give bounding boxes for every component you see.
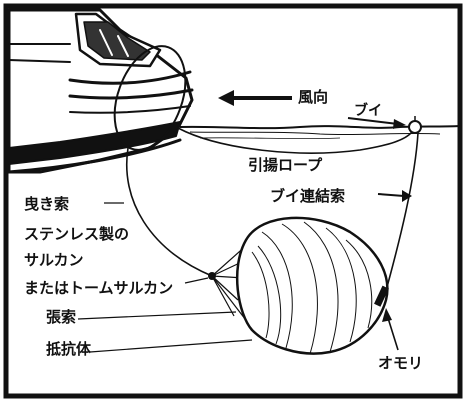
- tow-line-label: 曳き索: [24, 195, 70, 213]
- drag-body-label: 抵抗体: [46, 340, 92, 358]
- boat-rail: [68, 70, 192, 85]
- buoy-label: ブイ: [354, 103, 382, 119]
- boat-waterline: [7, 138, 182, 174]
- buoy-line-label: ブイ連結索: [270, 187, 346, 205]
- shackle-label-line3: またはトームサルカン: [24, 279, 174, 297]
- shackle-label-line1: ステンレス製の: [24, 225, 130, 243]
- buoy-arrow: [347, 117, 399, 125]
- tow-loop: [113, 45, 187, 151]
- lifting-rope-label: 引揚ロープ: [248, 156, 323, 174]
- water-surface: [179, 125, 461, 130]
- buoy-line: [383, 132, 419, 299]
- bridle-label: 張索: [46, 308, 77, 326]
- parachute: [235, 216, 389, 355]
- weight-sinker: [374, 285, 389, 307]
- buoy-float: [408, 120, 422, 134]
- diagram-border: [3, 3, 463, 399]
- weight-label: オモリ: [378, 354, 424, 372]
- boat-stripe: [8, 121, 181, 165]
- shackle-label-line2: サルカン: [24, 251, 84, 269]
- wind-direction-label: 風向: [298, 88, 329, 106]
- boat: [7, 8, 194, 174]
- lifting-rope: [177, 127, 413, 154]
- tow-line: [126, 147, 213, 277]
